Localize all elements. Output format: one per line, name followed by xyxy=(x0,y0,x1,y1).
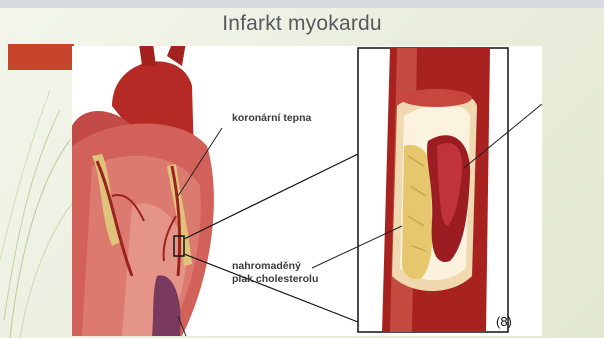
title-accent-bar xyxy=(8,44,74,70)
slide-title: Infarkt myokardu xyxy=(0,12,604,36)
plaque-label-line1: nahromaděný xyxy=(232,260,318,273)
figure-citation: (8) xyxy=(496,314,512,329)
heart-illustration: koronární tepna nahromaděný plak cholest… xyxy=(72,46,542,336)
heart-artery-drawing xyxy=(72,46,542,336)
plaque-label-line2: plak cholesterolu xyxy=(232,273,318,286)
window-top-frame xyxy=(0,0,604,8)
coronary-artery-label: koronární tepna xyxy=(232,112,311,125)
plaque-label: nahromaděný plak cholesterolu xyxy=(232,260,318,286)
